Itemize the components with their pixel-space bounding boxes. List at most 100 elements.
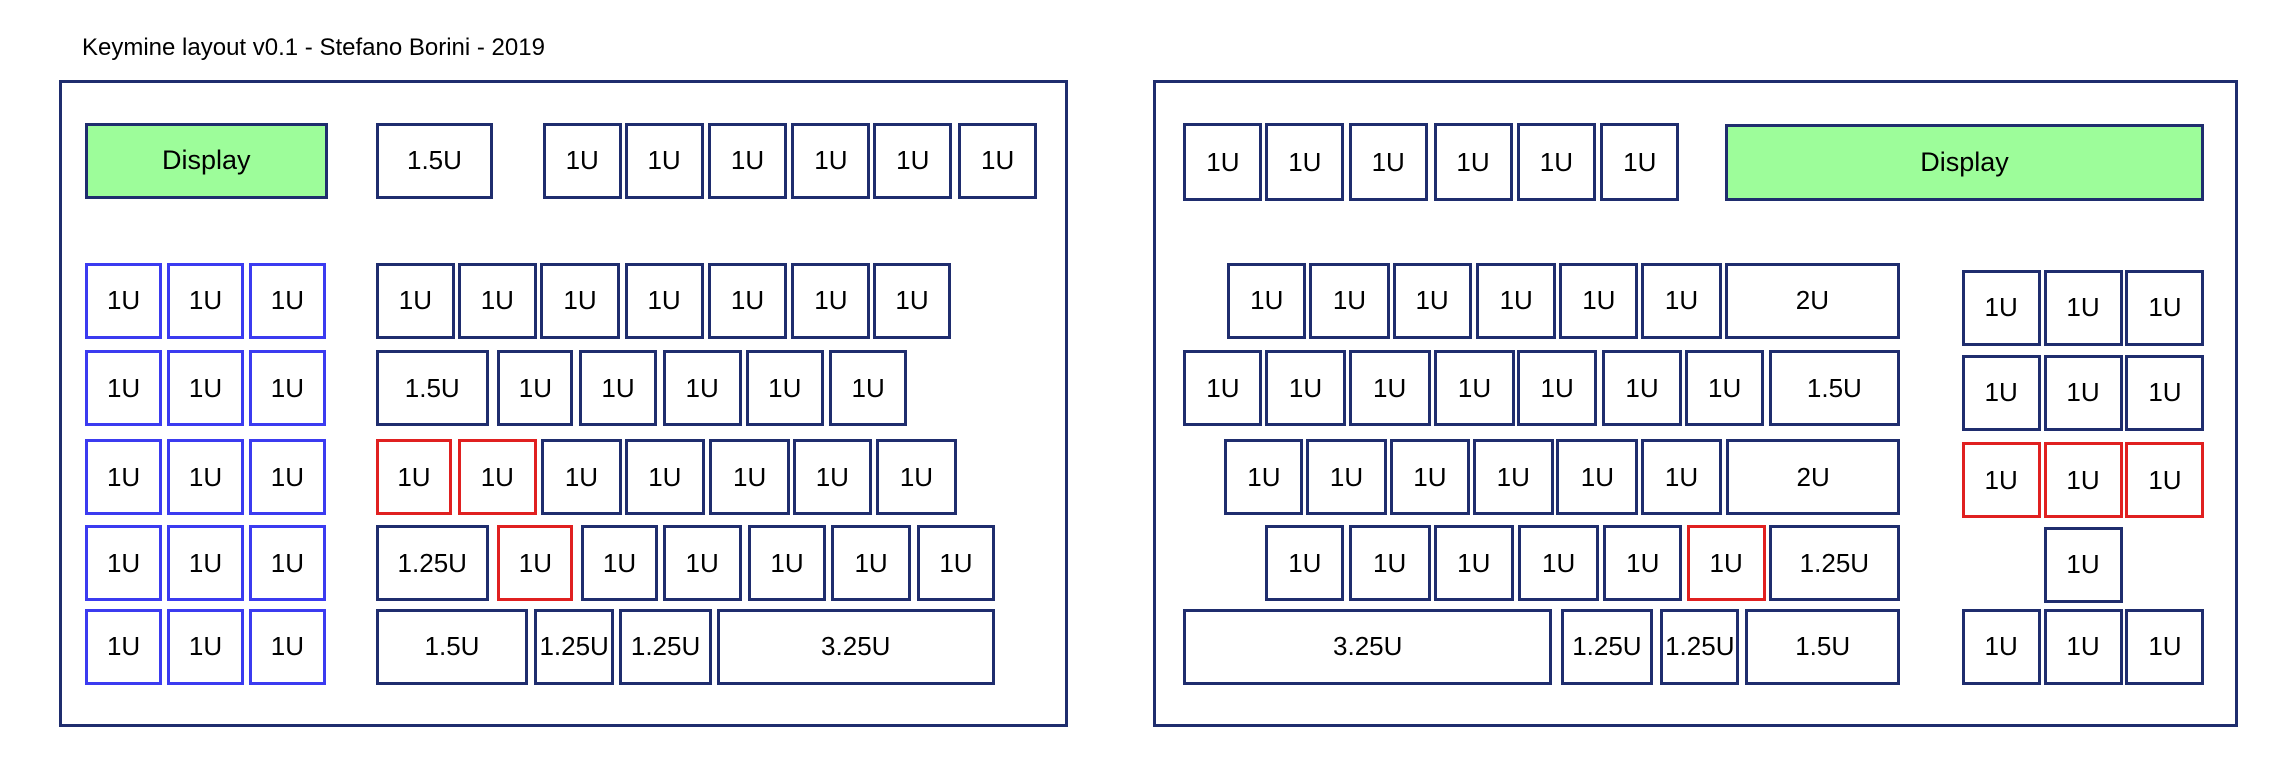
diagram-title: Keymine layout v0.1 - Stefano Borini - 2…	[82, 34, 545, 61]
key-cap: 1U	[1603, 525, 1683, 602]
key-cap: 1U	[917, 525, 995, 602]
key-cap: 1U	[791, 262, 871, 339]
highlighted-key: 1U	[1686, 525, 1766, 602]
key-cap: 1U	[1641, 439, 1722, 516]
key-cap: 1U	[792, 439, 872, 516]
key-cap: 1.25U	[375, 525, 489, 602]
key-cap: 1U	[747, 525, 827, 602]
key-cap: 1.5U	[1768, 350, 1901, 427]
key-cap: 1U	[662, 525, 742, 602]
key-cap: 1U	[1475, 262, 1557, 339]
numpad-key: 1U	[166, 525, 245, 602]
key-cap: 1U	[873, 122, 953, 199]
key-cap: 1U	[1961, 270, 2041, 346]
key-cap: 1U	[2125, 608, 2205, 685]
numpad-key: 1U	[248, 439, 327, 516]
key-cap: 1U	[829, 350, 907, 427]
key-cap: 1U	[876, 439, 957, 516]
numpad-key: 1U	[248, 525, 327, 602]
key-cap: 1U	[873, 262, 951, 339]
key-cap: 1U	[1348, 350, 1431, 427]
key-cap: 1U	[2043, 354, 2123, 431]
numpad-key: 1U	[248, 608, 327, 685]
key-cap: 1.5U	[375, 608, 529, 685]
key-cap: 1U	[708, 262, 787, 339]
key-cap: 1U	[746, 350, 824, 427]
key-cap: 1U	[791, 122, 871, 199]
key-cap: 1U	[497, 350, 574, 427]
key-cap: 1U	[1516, 350, 1598, 427]
key-cap: 1.25U	[533, 608, 615, 685]
numpad-key: 1U	[166, 608, 245, 685]
highlighted-key: 1U	[497, 525, 574, 602]
key-cap: 1U	[1559, 262, 1639, 339]
key-cap: 1U	[1433, 350, 1516, 427]
key-cap: 1U	[1309, 262, 1390, 339]
numpad-key: 1U	[248, 262, 327, 339]
key-cap: 1U	[375, 262, 455, 339]
key-cap: 1U	[1518, 525, 1599, 602]
key-cap: 2U	[1724, 262, 1901, 339]
key-cap: 1U	[1433, 525, 1515, 602]
key-cap: 1U	[1183, 122, 1263, 202]
key-cap: 1U	[1961, 608, 2041, 685]
key-cap: 1U	[2043, 526, 2123, 603]
key-cap: 1U	[2043, 608, 2123, 685]
key-cap: 1U	[2043, 270, 2123, 346]
key-cap: 1U	[542, 122, 622, 199]
key-cap: 1.25U	[1560, 608, 1653, 685]
key-cap: 1U	[1601, 350, 1683, 427]
key-cap: 1.25U	[1768, 525, 1901, 602]
key-cap: 1U	[1433, 122, 1513, 202]
key-cap: 1U	[1227, 262, 1307, 339]
highlighted-key: 1U	[1961, 442, 2041, 519]
highlighted-key: 1U	[375, 439, 452, 516]
numpad-key: 1U	[84, 262, 163, 339]
display-panel: Display	[1724, 124, 2205, 202]
key-cap: 1U	[1556, 439, 1639, 516]
key-cap: 1U	[1392, 262, 1472, 339]
key-cap: 1.25U	[618, 608, 713, 685]
key-cap: 1U	[1265, 525, 1345, 602]
numpad-key: 1U	[166, 350, 245, 427]
key-cap: 1U	[1306, 439, 1387, 516]
key-cap: 1U	[1961, 354, 2041, 431]
key-cap: 1U	[1389, 439, 1471, 516]
numpad-key: 1U	[248, 350, 327, 427]
key-cap: 1U	[709, 439, 790, 516]
key-cap: 1U	[624, 439, 706, 516]
key-cap: 1U	[708, 122, 787, 199]
key-cap: 1U	[830, 525, 912, 602]
key-cap: 1U	[1516, 122, 1596, 202]
highlighted-key: 1U	[2043, 442, 2123, 519]
display-panel: Display	[84, 122, 328, 199]
key-cap: 1U	[1685, 350, 1765, 427]
highlighted-key: 1U	[2125, 442, 2205, 519]
key-cap: 1U	[1641, 262, 1722, 339]
numpad-key: 1U	[166, 262, 245, 339]
key-cap: 1.5U	[1745, 608, 1901, 685]
key-cap: 1U	[1224, 439, 1304, 516]
numpad-key: 1U	[84, 439, 163, 516]
key-cap: 1U	[1473, 439, 1554, 516]
numpad-key: 1U	[84, 525, 163, 602]
key-cap: 1U	[2125, 270, 2205, 346]
key-cap: 1.5U	[375, 350, 489, 427]
numpad-key: 1U	[84, 350, 163, 427]
key-cap: 1U	[1265, 350, 1346, 427]
key-cap: 1U	[1348, 122, 1428, 202]
key-cap: 1U	[579, 350, 657, 427]
key-cap: 3.25U	[1183, 608, 1553, 685]
key-cap: 1U	[457, 262, 537, 339]
key-cap: 1U	[624, 262, 704, 339]
key-cap: 1U	[958, 122, 1038, 199]
key-cap: 1U	[1348, 525, 1431, 602]
key-cap: 1U	[539, 262, 621, 339]
numpad-key: 1U	[166, 439, 245, 516]
key-cap: 1U	[580, 525, 659, 602]
key-cap: 1U	[662, 350, 742, 427]
key-cap: 1U	[1600, 122, 1680, 202]
key-cap: 1U	[2125, 354, 2205, 431]
key-cap: 1U	[1265, 122, 1345, 202]
key-cap: 1.25U	[1660, 608, 1740, 685]
